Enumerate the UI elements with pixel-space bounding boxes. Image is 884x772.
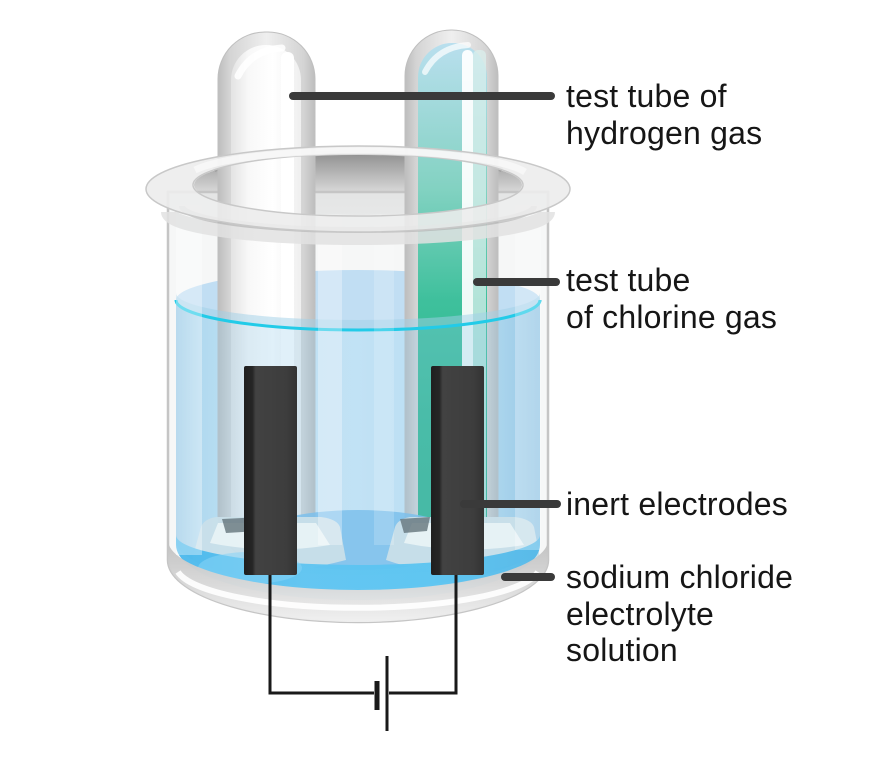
stand-shadow (400, 517, 430, 533)
label-electrolyte-line2: electrolyte (566, 595, 715, 632)
glass-highlight-left (176, 205, 202, 555)
electrode-right (431, 366, 484, 575)
hydrogen-tube-shine (234, 44, 286, 80)
circuit (268, 575, 458, 731)
glass-highlight-center2 (374, 225, 394, 545)
glass-reflections (176, 205, 541, 555)
label-hydrogen-line1: test tube of (566, 78, 727, 114)
glass-highlight-right (515, 205, 541, 550)
label-hydrogen-line2: hydrogen gas (566, 114, 763, 151)
label-electrodes-line1: inert electrodes (566, 486, 788, 522)
label-chlorine-line2: of chlorine gas (566, 298, 778, 335)
label-electrolyte-line1: sodium chloride (566, 559, 794, 595)
waterline-edge (174, 299, 542, 332)
beaker-rim (145, 145, 571, 245)
beaker-bottom-highlight (175, 570, 541, 611)
wire-left (268, 575, 374, 695)
label-electrolyte: sodium chloride electrolyte solution (566, 559, 793, 669)
label-hydrogen: test tube of hydrogen gas (566, 78, 762, 151)
label-electrolyte-line3: solution (566, 632, 678, 668)
waterline-band (176, 293, 540, 330)
rim-skirt (161, 209, 555, 245)
label-chlorine-line1: test tube (566, 262, 691, 298)
label-electrodes: inert electrodes (566, 486, 788, 523)
wire-right (389, 575, 458, 695)
waterline (174, 293, 542, 332)
rim-highlight (193, 147, 527, 175)
beaker-bottom (168, 540, 548, 622)
glass-highlight-center (318, 215, 342, 545)
solution-deep-band (176, 535, 540, 600)
chlorine-tube-shine (422, 42, 471, 75)
leader-lines (289, 92, 561, 581)
rim-ring (145, 145, 571, 233)
electrode-left (244, 366, 297, 575)
label-chlorine: test tube of chlorine gas (566, 262, 777, 335)
